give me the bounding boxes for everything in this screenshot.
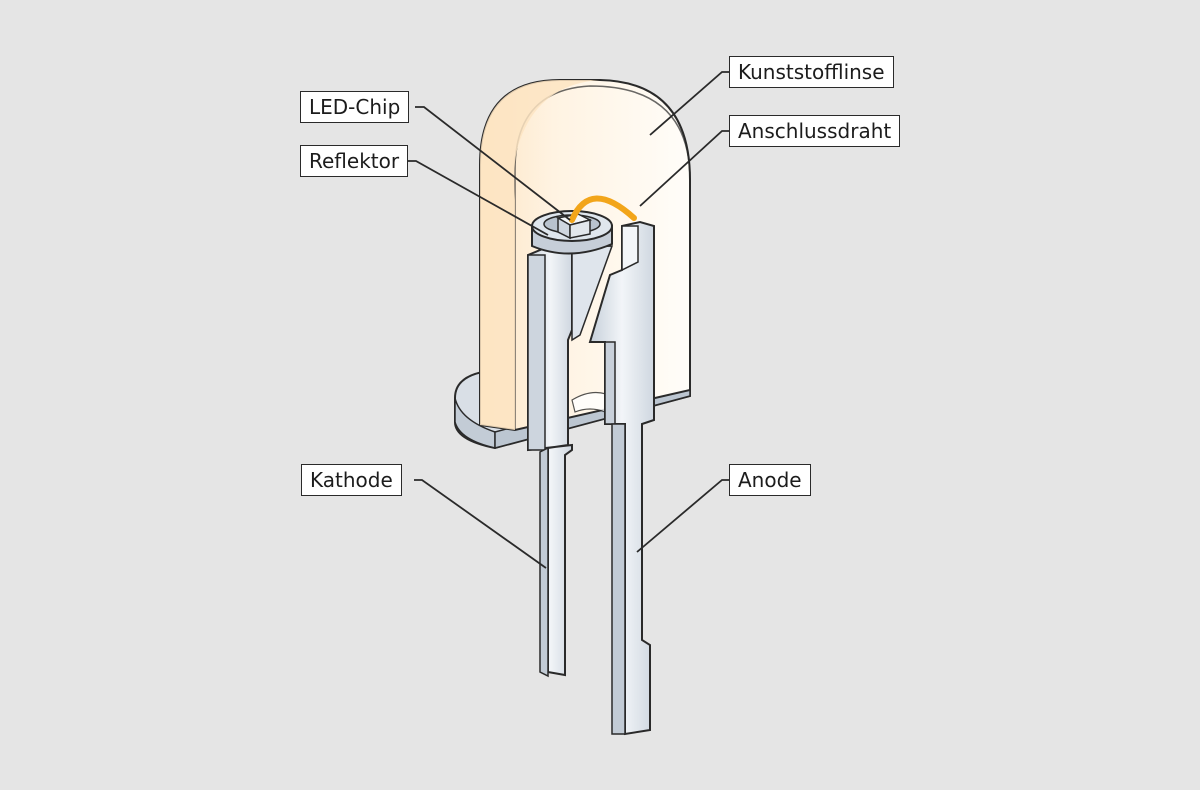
label-bond-wire: Anschlussdraht [729,115,901,147]
leader-anode [636,479,729,553]
label-lens: Kunststofflinse [729,56,894,88]
leader-lens [649,71,729,136]
leader-cathode [414,479,547,569]
bond-wire [569,195,637,223]
label-cathode: Kathode [301,464,402,496]
label-led-chip: LED-Chip [300,91,410,123]
leader-lines [408,71,729,569]
leader-reflector [408,160,549,236]
leader-bond-wire [639,130,729,207]
leader-led-chip [415,106,571,221]
anode-lead [588,220,655,736]
label-anode: Anode [729,464,811,496]
label-reflector: Reflektor [300,145,409,177]
cathode-lead [527,245,614,678]
